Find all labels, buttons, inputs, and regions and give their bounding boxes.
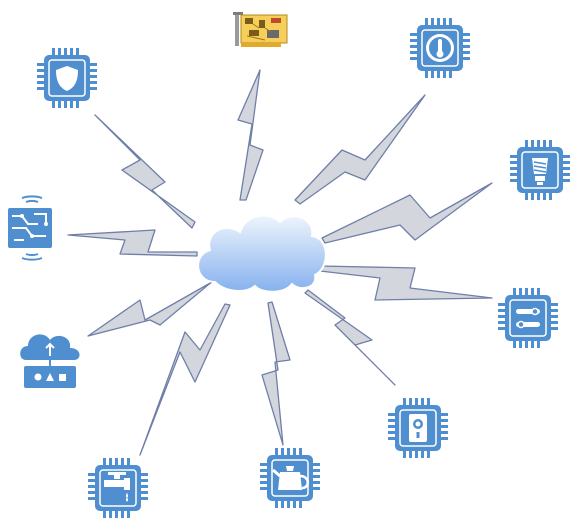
cloud-upload-gateway-icon [20,334,80,388]
thermometer-chip-icon [409,17,471,79]
bolt-faucet-chip [139,303,231,456]
circuit-board-card-icon [233,12,288,47]
kettle-chip-icon [259,447,321,509]
cloud-icon [197,214,327,293]
bolt-controller-chip [319,265,493,301]
link-bolts [67,69,493,456]
light-bulb-chip-icon [509,139,571,201]
wireless-circuit-icon [8,195,52,261]
bolt-cloud-gateway [87,281,213,337]
bolt-circuit-card [237,69,264,201]
shield-chip-icon [36,47,98,109]
cloud-hub [197,214,327,293]
faucet-chip-icon [87,457,149,519]
bolt-wireless-board [67,229,198,257]
bolt-thermometer-chip [294,94,426,205]
slider-controller-chip-icon [497,287,559,349]
bolt-security-chip [94,114,196,229]
bolt-lock-chip [304,289,396,386]
bolt-kettle-chip [261,301,291,446]
bolt-bulb-chip [321,182,493,244]
keyhole-lock-chip-icon [387,397,449,459]
